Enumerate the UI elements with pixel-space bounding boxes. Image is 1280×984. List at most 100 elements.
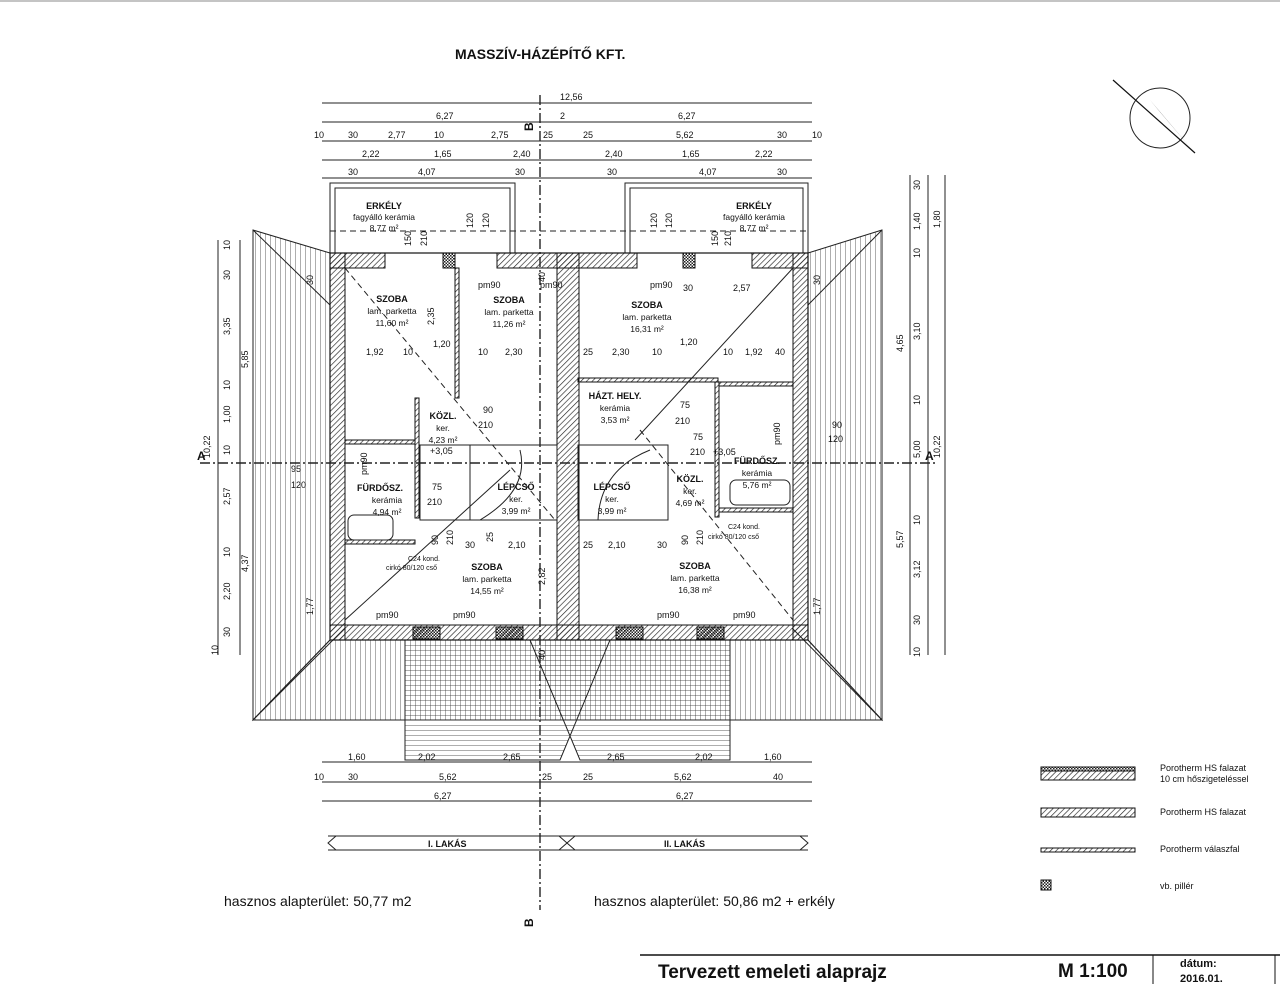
unit-bar: I. LAKÁS II. LAKÁS [327, 835, 809, 851]
dim-label: 30 [465, 540, 475, 550]
svg-text:ker.: ker. [683, 486, 697, 496]
dim-label: 95 [291, 464, 301, 474]
dim-label: 2,02 [695, 752, 713, 762]
dim-label: 30 [657, 540, 667, 550]
dim-label: 30 [348, 167, 358, 177]
section-mark-a-left: A [197, 449, 206, 463]
dim-label: +3,05 [430, 446, 453, 456]
svg-text:SZOBA: SZOBA [471, 562, 503, 572]
section-mark-b-top: B [522, 122, 536, 131]
dim-label: 10 [912, 647, 922, 657]
dim-label: 10 [314, 130, 324, 140]
svg-text:fagyálló kerámia: fagyálló kerámia [353, 212, 415, 222]
dim-label: 6,27 [676, 791, 694, 801]
unit-2-label: II. LAKÁS [664, 839, 705, 849]
dim-label: 120 [291, 480, 306, 490]
dim-label: 10 [912, 248, 922, 258]
svg-text:lam. parketta: lam. parketta [670, 573, 719, 583]
dim-label: pm90 [478, 280, 501, 290]
dim-label: pm90 [359, 452, 369, 475]
dim-label: 75 [432, 482, 442, 492]
dim-label: 210 [675, 416, 690, 426]
legend-label: Porotherm HS falazat [1160, 807, 1247, 817]
dim-label: 2,02 [418, 752, 436, 762]
boiler-notes: C24 kond.cirkó 80/120 cső C24 kond.cirkó… [386, 524, 760, 572]
dim-label: 25 [583, 772, 593, 782]
svg-text:kerámia: kerámia [600, 403, 631, 413]
dim-label: pm90 [376, 610, 399, 620]
dim-label: 10 [652, 347, 662, 357]
dim-label: 30 [222, 270, 232, 280]
dim-label: 5,57 [895, 530, 905, 548]
svg-text:FÜRDŐSZ.: FÜRDŐSZ. [357, 482, 403, 493]
dim-label: 75 [680, 400, 690, 410]
svg-text:KÖZL.: KÖZL. [677, 474, 704, 484]
dim-label: 6,27 [678, 111, 696, 121]
dim-label: 4,65 [895, 334, 905, 352]
dim-label: 2,20 [222, 582, 232, 600]
dim-label: 6,27 [436, 111, 454, 121]
svg-text:ker.: ker. [605, 494, 619, 504]
dim-label: 10 [434, 130, 444, 140]
svg-text:cirkó 80/120 cső: cirkó 80/120 cső [386, 565, 437, 572]
dim-label: 30 [912, 615, 922, 625]
dim-label: 5,62 [674, 772, 692, 782]
svg-text:LÉPCSŐ: LÉPCSŐ [497, 481, 534, 492]
dim-label: 1,92 [366, 347, 384, 357]
legend-label: Porotherm válaszfal [1160, 844, 1240, 854]
room-hall-1: KÖZL.ker.4,23 m² [429, 411, 458, 445]
dim-label: 1,80 [932, 210, 942, 228]
dim-label: 5,85 [240, 350, 250, 368]
dim-label: 2,40 [513, 149, 531, 159]
company-name: MASSZÍV-HÁZÉPÍTŐ KFT. [455, 45, 625, 62]
svg-text:KÖZL.: KÖZL. [430, 411, 457, 421]
dim-label: 2,65 [503, 752, 521, 762]
dim-label: 10 [222, 445, 232, 455]
dim-label: 1,77 [305, 597, 315, 615]
svg-text:16,31 m²: 16,31 m² [630, 324, 664, 334]
dim-label: 4,07 [699, 167, 717, 177]
dim-label: 10 [723, 347, 733, 357]
dim-label: 2,75 [491, 130, 509, 140]
svg-text:11,60 m²: 11,60 m² [376, 318, 409, 328]
svg-text:ERKÉLY: ERKÉLY [366, 201, 402, 211]
svg-text:FÜRDŐSZ.: FÜRDŐSZ. [734, 455, 780, 466]
dim-label: 2,65 [607, 752, 625, 762]
dim-label: 210 [445, 530, 455, 545]
svg-text:ker.: ker. [436, 423, 450, 433]
dim-label: 120 [828, 434, 843, 444]
dim-label: pm90 [657, 610, 680, 620]
balconies [329, 182, 809, 253]
date-label: dátum: [1180, 958, 1217, 970]
inner-dimension-labels: 150 210 120 120 120 120 210 150 2,35 1,9… [291, 213, 843, 660]
dim-label: 10,22 [202, 435, 212, 458]
section-mark-b-bottom: B [522, 918, 536, 927]
dim-label: 10 [912, 395, 922, 405]
legend-label: Porotherm HS falazat [1160, 763, 1247, 773]
dim-label: 2,30 [612, 347, 630, 357]
dimension-lines-bottom: 1,60 2,02 2,65 2,65 2,02 1,60 10 30 5,62… [314, 752, 812, 802]
dim-label: 40 [537, 272, 547, 282]
date-value: 2016.01. [1180, 973, 1223, 984]
dim-label: 5,62 [676, 130, 694, 140]
dim-label: 10 [812, 130, 822, 140]
svg-text:SZOBA: SZOBA [631, 300, 663, 310]
dim-label: pm90 [733, 610, 756, 620]
room-hall-2: KÖZL.ker.4,69 m² [676, 474, 705, 508]
svg-text:lam. parketta: lam. parketta [484, 307, 533, 317]
dim-label: 90 [483, 405, 493, 415]
dim-label: +3,05 [713, 447, 736, 457]
legend-label: vb. pillér [1160, 881, 1194, 891]
dim-label: 10 [403, 347, 413, 357]
dim-label: 25 [542, 772, 552, 782]
